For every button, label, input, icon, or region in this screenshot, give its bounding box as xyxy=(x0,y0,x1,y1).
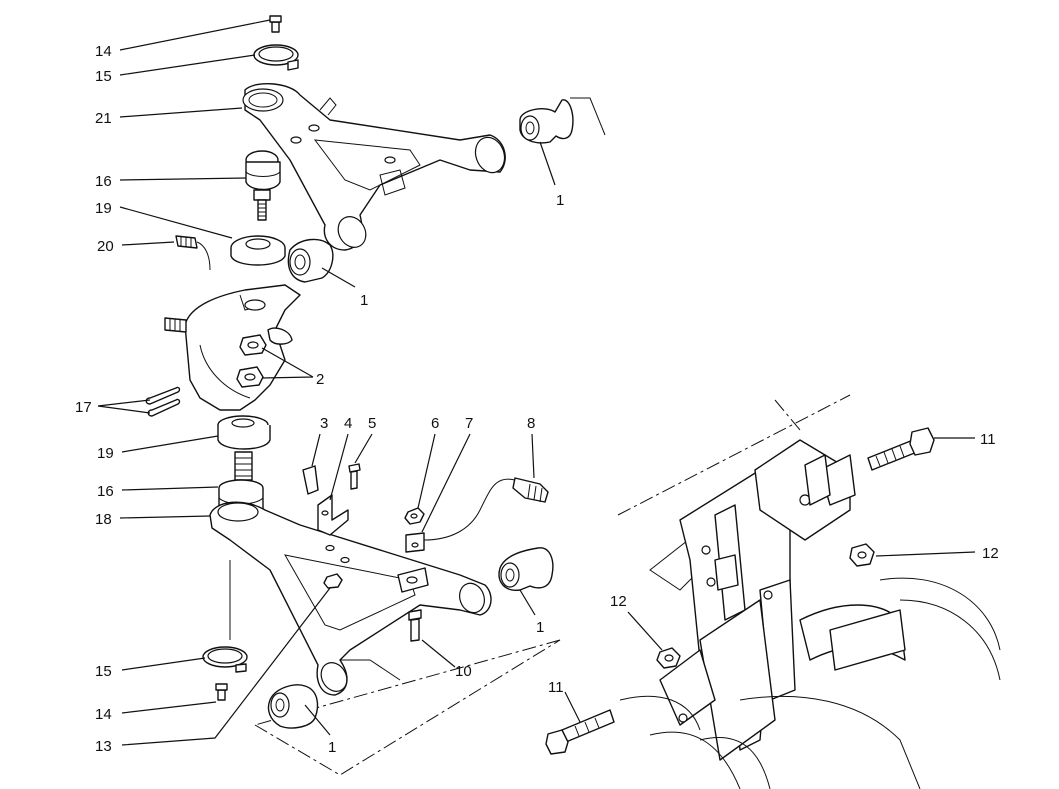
callout-2: 2 xyxy=(316,371,324,388)
callout-15-lower: 15 xyxy=(95,663,112,680)
callout-12-right: 12 xyxy=(982,545,999,562)
fitting-20 xyxy=(175,235,211,271)
castle-nut-lower xyxy=(236,366,264,388)
leader-lines xyxy=(97,19,976,746)
castle-nut-upper xyxy=(239,334,267,356)
nut-12-lower xyxy=(656,647,681,669)
callout-5: 5 xyxy=(368,415,376,432)
nut-13 xyxy=(323,573,343,589)
screw-5 xyxy=(348,463,361,490)
bolt-11-lower xyxy=(545,709,615,755)
callout-11-right: 11 xyxy=(980,431,996,448)
hose-fitting-8 xyxy=(423,477,549,541)
callout-14-top: 14 xyxy=(95,43,112,60)
bushing-lower-left xyxy=(267,659,401,729)
callout-labels: 14 15 21 16 19 20 1 1 2 17 19 16 18 3 4 … xyxy=(75,43,999,756)
callout-1-lower-right: 1 xyxy=(536,619,544,636)
vehicle-frame xyxy=(254,394,1001,789)
spacer-7 xyxy=(405,532,425,553)
bracket-4 xyxy=(317,494,349,536)
callout-17: 17 xyxy=(75,399,92,416)
callout-3: 3 xyxy=(320,415,328,432)
upper-control-arm xyxy=(242,82,506,251)
callout-20: 20 xyxy=(97,238,114,255)
callout-8: 8 xyxy=(527,415,535,432)
lower-control-arm xyxy=(209,501,492,696)
callout-12-lower: 12 xyxy=(610,593,627,610)
callout-19-top: 19 xyxy=(95,200,112,217)
nut-6 xyxy=(404,507,425,525)
callout-19-lower: 19 xyxy=(97,445,114,462)
callout-21: 21 xyxy=(95,110,112,127)
grease-fitting-top xyxy=(269,15,282,33)
callout-18: 18 xyxy=(95,511,112,528)
bushing-upper-left xyxy=(287,238,334,283)
seal-upper xyxy=(230,235,286,266)
callout-4: 4 xyxy=(344,415,352,432)
callout-1-upper-left: 1 xyxy=(360,292,368,309)
ball-joint-upper xyxy=(245,150,281,221)
callout-6: 6 xyxy=(431,415,439,432)
nut-12-right xyxy=(849,543,875,567)
callout-11-lower: 11 xyxy=(548,679,564,696)
callout-1-lower-left: 1 xyxy=(328,739,336,756)
bolt-11-right xyxy=(867,427,935,471)
clip-3 xyxy=(302,465,319,495)
callout-10: 10 xyxy=(455,663,472,680)
snap-ring-top xyxy=(253,44,299,71)
callout-13: 13 xyxy=(95,738,112,755)
bushing-lower-right xyxy=(498,547,554,591)
callout-7: 7 xyxy=(465,415,473,432)
steering-knuckle xyxy=(164,284,301,411)
callout-1-upper-right: 1 xyxy=(556,192,564,209)
bushing-upper-right xyxy=(519,97,606,144)
bolt-10 xyxy=(408,609,422,642)
grease-fitting-lower xyxy=(215,683,228,701)
callout-14-lower: 14 xyxy=(95,706,112,723)
callout-15-top: 15 xyxy=(95,68,112,85)
callout-16-lower: 16 xyxy=(97,483,114,500)
cotter-pins xyxy=(145,386,181,417)
seal-lower xyxy=(217,415,271,450)
callout-16-top: 16 xyxy=(95,173,112,190)
snap-ring-lower xyxy=(202,646,248,673)
